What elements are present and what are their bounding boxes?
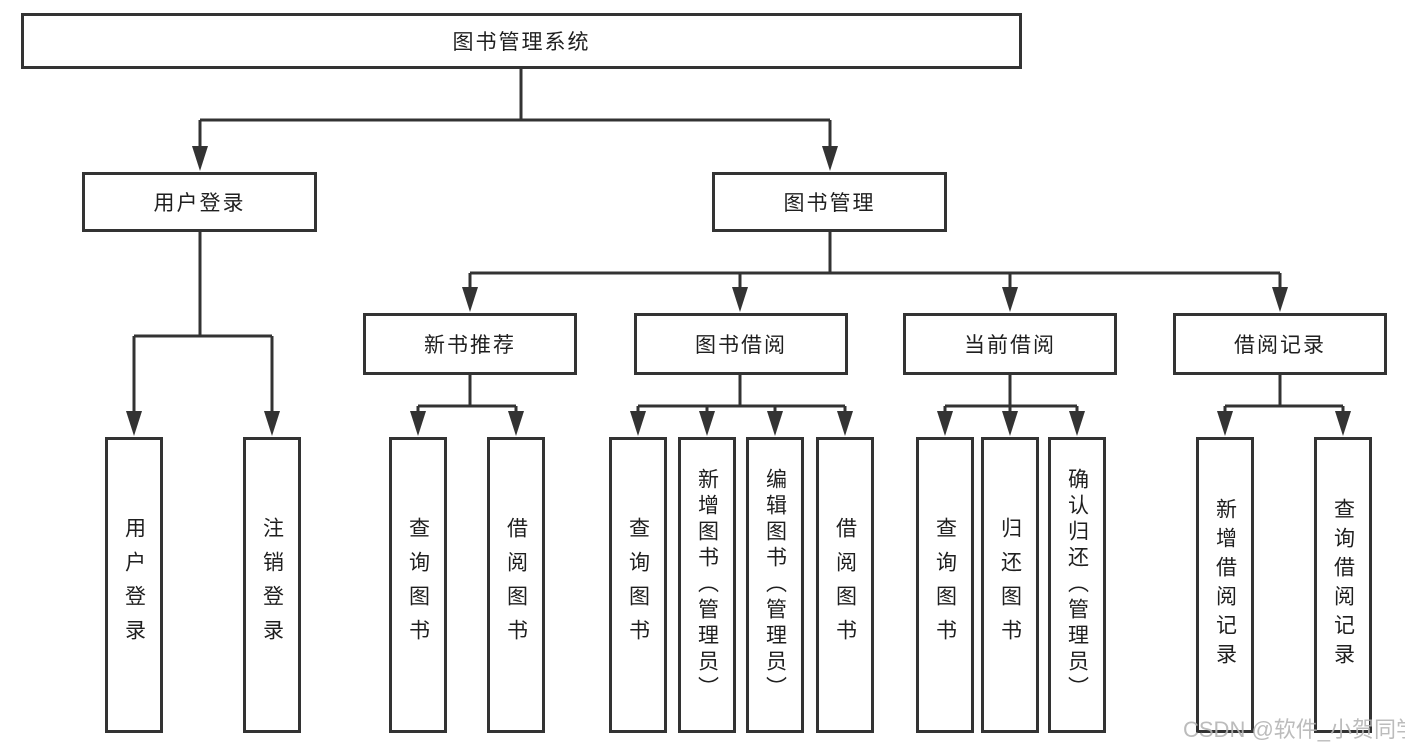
node-borrow-records: 借阅记录 bbox=[1173, 313, 1387, 375]
leaf-add-books-admin-label: 新增图书（管理员） bbox=[695, 468, 719, 702]
leaf-edit-books-admin: 编辑图书（管理员） bbox=[746, 437, 804, 733]
leaf-confirm-return-admin-label: 确认归还（管理员） bbox=[1065, 468, 1089, 702]
node-book-borrow: 图书借阅 bbox=[634, 313, 848, 375]
csdn-watermark: CSDN @软件_小贺同学 bbox=[1183, 717, 1405, 742]
connector-lines bbox=[132, 69, 1345, 415]
node-new-book-recommend: 新书推荐 bbox=[363, 313, 577, 375]
leaf-add-borrow-record: 新增借阅记录 bbox=[1196, 437, 1254, 733]
leaf-query-borrow-record: 查询借阅记录 bbox=[1314, 437, 1372, 733]
connector-user-login-children bbox=[132, 232, 274, 415]
leaf-user-login: 用户登录 bbox=[105, 437, 163, 733]
node-current-borrow: 当前借阅 bbox=[903, 313, 1117, 375]
leaf-recommend-borrow-books: 借阅图书 bbox=[487, 437, 545, 733]
leaf-logout: 注销登录 bbox=[243, 437, 301, 733]
leaf-current-query-books: 查询图书 bbox=[916, 437, 974, 733]
leaf-borrow-query-books: 查询图书 bbox=[609, 437, 667, 733]
connector-root-to-level2 bbox=[198, 69, 832, 150]
leaf-logout-label: 注销登录 bbox=[260, 517, 284, 653]
connector-new-book-recommend-children bbox=[416, 375, 518, 414]
node-user-login: 用户登录 bbox=[82, 172, 317, 232]
node-root-label: 图书管理系统 bbox=[452, 31, 591, 54]
leaf-return-books-label: 归还图书 bbox=[998, 517, 1022, 653]
leaf-add-borrow-record-label: 新增借阅记录 bbox=[1213, 498, 1237, 672]
connector-book-management-children bbox=[468, 232, 1282, 292]
node-current-borrow-label: 当前借阅 bbox=[964, 334, 1056, 357]
node-borrow-records-label: 借阅记录 bbox=[1234, 334, 1326, 357]
node-book-management-label: 图书管理 bbox=[783, 192, 876, 215]
leaf-add-books-admin: 新增图书（管理员） bbox=[678, 437, 736, 733]
node-user-login-label: 用户登录 bbox=[153, 192, 246, 215]
node-book-management: 图书管理 bbox=[712, 172, 947, 232]
leaf-recommend-query-books: 查询图书 bbox=[389, 437, 447, 733]
leaf-borrow-borrow-books-label: 借阅图书 bbox=[833, 517, 857, 653]
leaf-return-books: 归还图书 bbox=[981, 437, 1039, 733]
connector-borrow-records-children bbox=[1223, 375, 1345, 414]
leaf-confirm-return-admin: 确认归还（管理员） bbox=[1048, 437, 1106, 733]
leaf-edit-books-admin-label: 编辑图书（管理员） bbox=[763, 468, 787, 702]
connector-book-borrow-children bbox=[636, 375, 847, 414]
node-book-borrow-label: 图书借阅 bbox=[695, 334, 787, 357]
node-root: 图书管理系统 bbox=[21, 13, 1022, 69]
leaf-borrow-query-books-label: 查询图书 bbox=[626, 517, 650, 653]
leaf-recommend-borrow-books-label: 借阅图书 bbox=[504, 517, 528, 653]
leaf-recommend-query-books-label: 查询图书 bbox=[406, 517, 430, 653]
leaf-user-login-label: 用户登录 bbox=[122, 517, 146, 653]
leaf-query-borrow-record-label: 查询借阅记录 bbox=[1331, 498, 1355, 672]
node-new-book-recommend-label: 新书推荐 bbox=[424, 334, 516, 357]
connector-current-borrow-children bbox=[943, 375, 1079, 414]
leaf-borrow-borrow-books: 借阅图书 bbox=[816, 437, 874, 733]
leaf-current-query-books-label: 查询图书 bbox=[933, 517, 957, 653]
